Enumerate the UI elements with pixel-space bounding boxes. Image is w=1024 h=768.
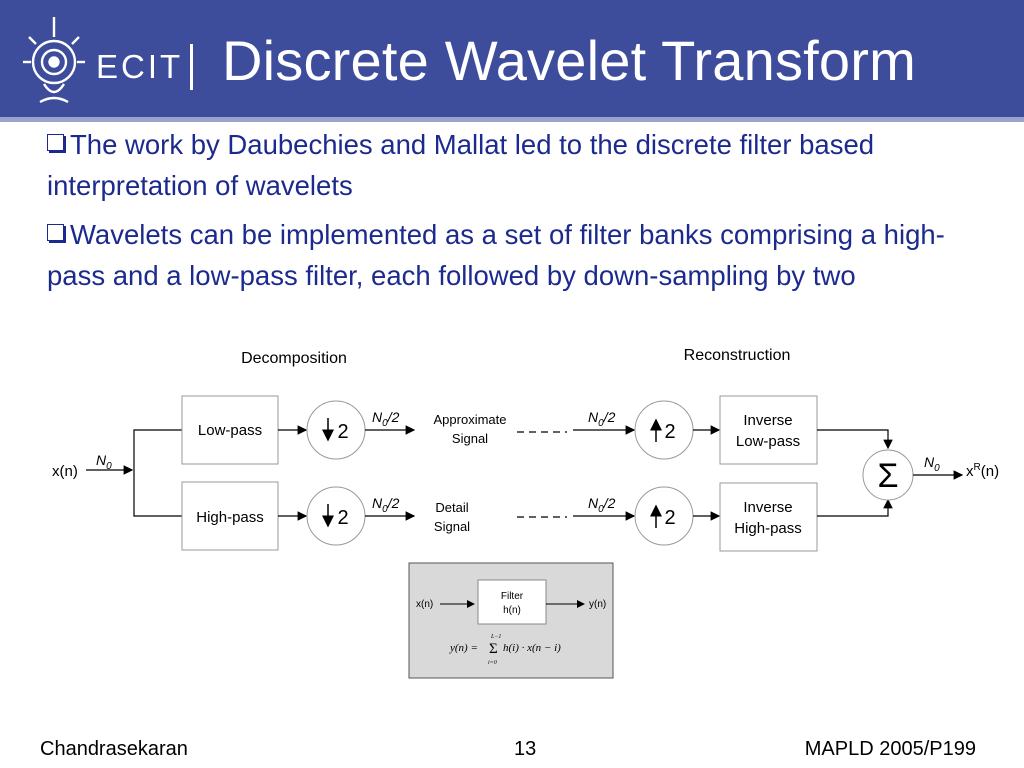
approx-up-size-label: N0/2: [588, 409, 616, 429]
input-size-label: N0: [96, 452, 112, 472]
footer-author: Chandrasekaran: [40, 738, 188, 760]
equation-rhs: h(i) · x(n − i): [503, 642, 561, 654]
output-label: xR(n): [966, 462, 999, 480]
high-to-sum-connector: [817, 498, 893, 517]
inverse-lowpass-line2: Low-pass: [736, 433, 800, 450]
approx-signal-line2: Signal: [452, 431, 488, 446]
equation-sum-bottom: i=0: [488, 660, 497, 666]
slide-title: Discrete Wavelet Transform: [222, 29, 916, 92]
inverse-highpass-line1: Inverse: [743, 499, 792, 516]
filter-bank-diagram: Decomposition Reconstruction x(n) N0 Low…: [52, 347, 999, 679]
downsampler-high: [306, 486, 366, 546]
bullet-2: Wavelets can be implemented as a set of …: [47, 214, 1002, 296]
logo-divider: [190, 44, 193, 90]
equation-sigma-icon: Σ: [489, 641, 498, 657]
downsample-factor: 2: [337, 507, 348, 529]
bullet-1-text: The work by Daubechies and Mallat led to…: [47, 129, 875, 201]
inset-filter-box: [477, 579, 547, 625]
downsample-factor: 2: [337, 421, 348, 443]
inverse-highpass-line2: High-pass: [734, 520, 802, 537]
inverse-lowpass-box: [719, 395, 818, 465]
highpass-label: High-pass: [196, 509, 264, 526]
approx-signal-line1: Approximate: [434, 412, 507, 427]
upsample-factor: 2: [664, 507, 675, 529]
approx-size-label: N0/2: [372, 409, 400, 429]
footer-page-number: 13: [514, 738, 537, 760]
input-label: x(n): [52, 463, 78, 480]
bullet-2-text: Wavelets can be implemented as a set of …: [47, 219, 945, 291]
logo-text: ECIT: [96, 48, 183, 85]
title-bar: [0, 0, 1024, 117]
reconstruction-label: Reconstruction: [684, 347, 791, 364]
inverse-highpass-box: [719, 482, 818, 552]
output-size-label: N0: [924, 454, 940, 474]
lowpass-label: Low-pass: [198, 422, 262, 439]
inset-output-label: y(n): [589, 599, 606, 610]
inset-filter-line1: Filter: [501, 591, 524, 602]
split-connector: [133, 429, 182, 517]
upsample-factor: 2: [664, 421, 675, 443]
inset-filter-line2: h(n): [503, 605, 521, 616]
downsampler-low: [306, 400, 366, 460]
equation-sum-top: L−1: [490, 634, 501, 640]
title-bar-divider: [0, 117, 1024, 122]
detail-up-size-label: N0/2: [588, 495, 616, 515]
logo-emblem-icon: [23, 17, 85, 104]
footer-venue: MAPLD 2005/P199: [804, 738, 976, 760]
detail-size-label: N0/2: [372, 495, 400, 515]
sigma-icon: Σ: [877, 457, 898, 495]
bullet-checkbox-icon: [47, 224, 64, 241]
low-to-sum-connector: [817, 429, 893, 450]
inset-input-label: x(n): [416, 599, 433, 610]
detail-signal-line1: Detail: [435, 500, 468, 515]
lowpass-filter-box: [181, 395, 279, 465]
bullet-checkbox-icon: [47, 134, 64, 151]
inverse-lowpass-line1: Inverse: [743, 412, 792, 429]
bullet-1: The work by Daubechies and Mallat led to…: [47, 124, 1002, 206]
equation-lhs: y(n) =: [449, 642, 478, 654]
decomposition-label: Decomposition: [241, 350, 347, 367]
ecit-logo: ECIT: [23, 17, 193, 104]
detail-signal-line2: Signal: [434, 519, 470, 534]
